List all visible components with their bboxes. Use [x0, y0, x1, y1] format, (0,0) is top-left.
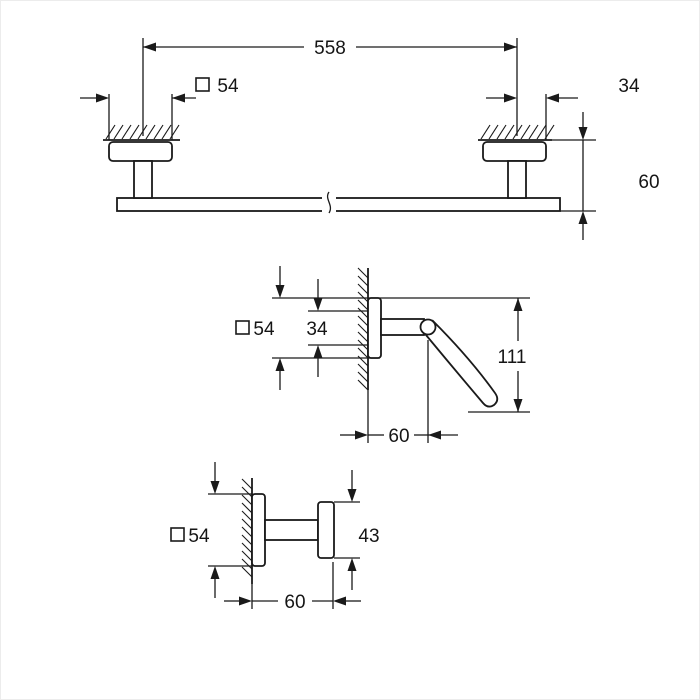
- dimension-height-43: 43: [347, 470, 380, 590]
- hook-plate: [251, 493, 266, 567]
- mount-plate-right: [482, 141, 547, 162]
- hook-knob: [317, 501, 335, 559]
- holder-arm: [380, 318, 425, 336]
- dim-label-square: 54: [188, 526, 210, 547]
- square-profile-symbol: [170, 527, 185, 542]
- dimension-depth-60-middle: 60: [340, 340, 458, 447]
- dim-label-spacing: 34: [306, 319, 328, 340]
- dimension-height-60: 60: [560, 112, 660, 240]
- dimension-spacing-34: 34: [306, 279, 328, 377]
- hook-arm: [264, 519, 319, 541]
- dimension-offset-34: 34: [486, 76, 640, 140]
- dim-label-depth: 60: [388, 426, 409, 447]
- towel-bar-drawing: 558: [80, 38, 660, 240]
- holder-flap: [424, 319, 499, 408]
- paper-holder-drawing: 54 34 111 60: [235, 266, 530, 447]
- bar-break-mask: [322, 194, 336, 215]
- dimension-depth-60-bottom: 60: [224, 562, 361, 613]
- square-profile-symbol: [235, 320, 250, 335]
- dimension-square-54-bottom: 54: [170, 462, 220, 598]
- dimension-square-54: 54: [80, 76, 239, 140]
- dim-label-depth: 60: [284, 592, 305, 613]
- wall-hatch-middle: [357, 267, 369, 391]
- holder-plate: [367, 297, 382, 359]
- dim-label-square: 54: [217, 76, 239, 97]
- dimension-width-558: 558: [142, 38, 518, 136]
- mount-post-left: [133, 160, 153, 199]
- dim-label-width: 558: [314, 38, 346, 59]
- dimension-height-111: 111: [468, 298, 530, 413]
- dim-label-height: 60: [638, 172, 659, 193]
- robe-hook-drawing: 54 43 60: [170, 462, 380, 613]
- square-profile-symbol: [195, 77, 210, 92]
- dim-label-square: 54: [253, 319, 275, 340]
- mount-post-right: [507, 160, 527, 199]
- dim-label-height: 111: [498, 347, 527, 368]
- holder-pivot: [419, 318, 437, 336]
- dim-label-offset: 34: [618, 76, 640, 97]
- towel-bar-rail: [116, 191, 561, 215]
- dimension-square-54-middle: 54: [235, 266, 285, 390]
- bar-break-symbol: [326, 191, 332, 214]
- wall-hatch-left: [103, 124, 180, 141]
- mount-plate-left: [108, 141, 173, 162]
- wall-hatch-right: [478, 124, 596, 141]
- dim-label-height: 43: [358, 526, 379, 547]
